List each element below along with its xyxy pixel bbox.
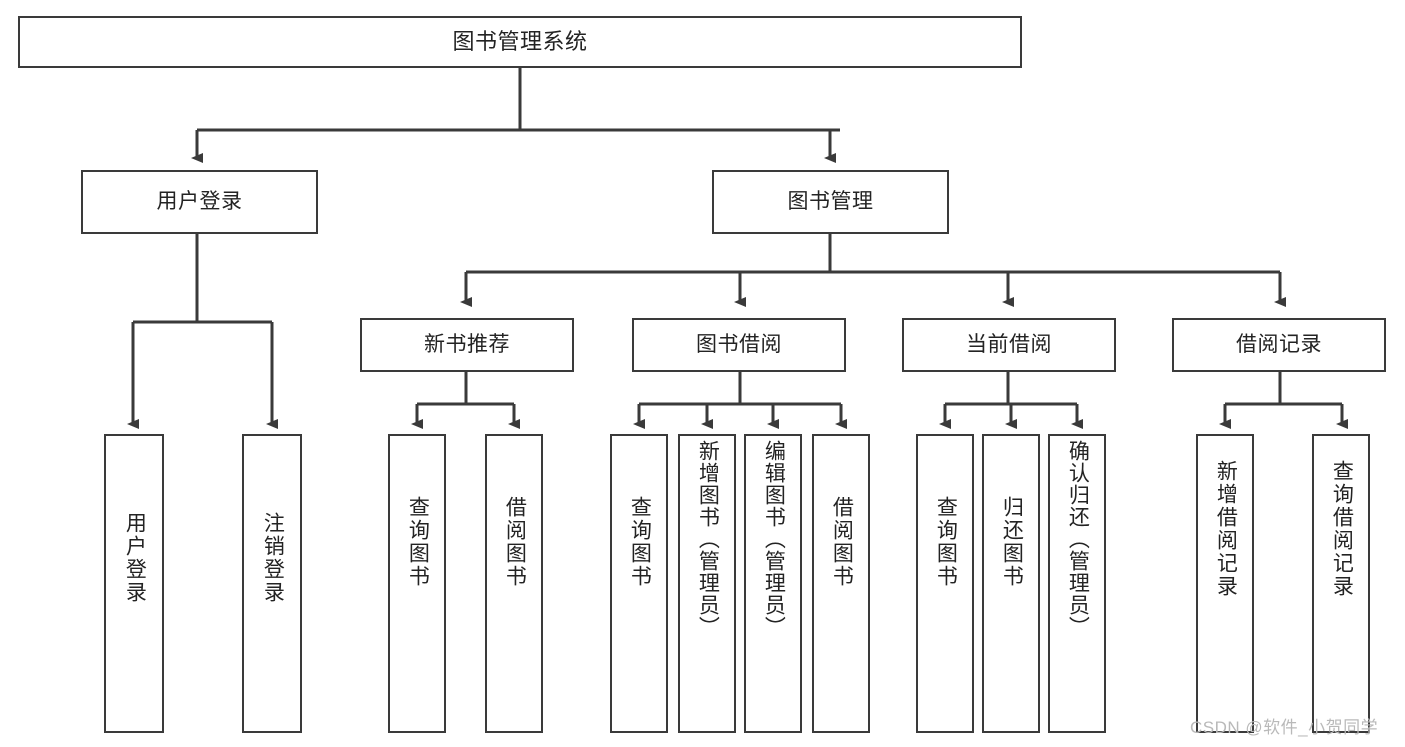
- leaf-query-borrow-record[interactable]: 查询借阅记录: [1312, 434, 1370, 733]
- node-current-borrow[interactable]: 当前借阅: [902, 318, 1116, 372]
- node-label: 查询图书: [406, 496, 430, 588]
- node-label: 归还图书: [1000, 496, 1024, 588]
- watermark-text: CSDN @软件_小贺同学: [1190, 718, 1379, 737]
- node-label: 借阅图书: [830, 496, 854, 588]
- leaf-edit-book-admin[interactable]: 编辑图书（管理员）: [744, 434, 802, 733]
- node-label: 编辑图书（管理员）: [762, 440, 786, 638]
- leaf-add-book-admin[interactable]: 新增图书（管理员）: [678, 434, 736, 733]
- node-label: 当前借阅: [966, 332, 1052, 356]
- node-label: 确认归还（管理员）: [1066, 440, 1090, 638]
- node-book-management[interactable]: 图书管理: [712, 170, 949, 234]
- node-root-system[interactable]: 图书管理系统: [18, 16, 1022, 68]
- node-label: 用户登录: [156, 189, 243, 213]
- node-label: 查询借阅记录: [1330, 460, 1354, 598]
- node-label: 借阅图书: [503, 496, 527, 588]
- node-label: 注销登录: [261, 512, 285, 604]
- leaf-borrow-book[interactable]: 借阅图书: [812, 434, 870, 733]
- leaf-logout[interactable]: 注销登录: [242, 434, 302, 733]
- node-label: 新增借阅记录: [1214, 460, 1238, 598]
- node-label: 图书管理: [787, 189, 874, 213]
- node-user-login[interactable]: 用户登录: [81, 170, 318, 234]
- node-label: 用户登录: [123, 512, 147, 604]
- leaf-query-book-recommend[interactable]: 查询图书: [388, 434, 446, 733]
- node-label: 新增图书（管理员）: [696, 440, 720, 638]
- node-borrow-record[interactable]: 借阅记录: [1172, 318, 1386, 372]
- node-label: 图书借阅: [696, 332, 782, 356]
- node-label: 借阅记录: [1236, 332, 1322, 356]
- leaf-query-book-current[interactable]: 查询图书: [916, 434, 974, 733]
- node-new-book-recommend[interactable]: 新书推荐: [360, 318, 574, 372]
- leaf-add-borrow-record[interactable]: 新增借阅记录: [1196, 434, 1254, 733]
- leaf-return-book[interactable]: 归还图书: [982, 434, 1040, 733]
- node-label: 图书管理系统: [452, 29, 588, 55]
- leaf-borrow-book-recommend[interactable]: 借阅图书: [485, 434, 543, 733]
- leaf-confirm-return-admin[interactable]: 确认归还（管理员）: [1048, 434, 1106, 733]
- leaf-query-book-borrow[interactable]: 查询图书: [610, 434, 668, 733]
- node-label: 查询图书: [934, 496, 958, 588]
- node-book-borrow[interactable]: 图书借阅: [632, 318, 846, 372]
- node-label: 新书推荐: [424, 332, 510, 356]
- node-label: 查询图书: [628, 496, 652, 588]
- leaf-user-login[interactable]: 用户登录: [104, 434, 164, 733]
